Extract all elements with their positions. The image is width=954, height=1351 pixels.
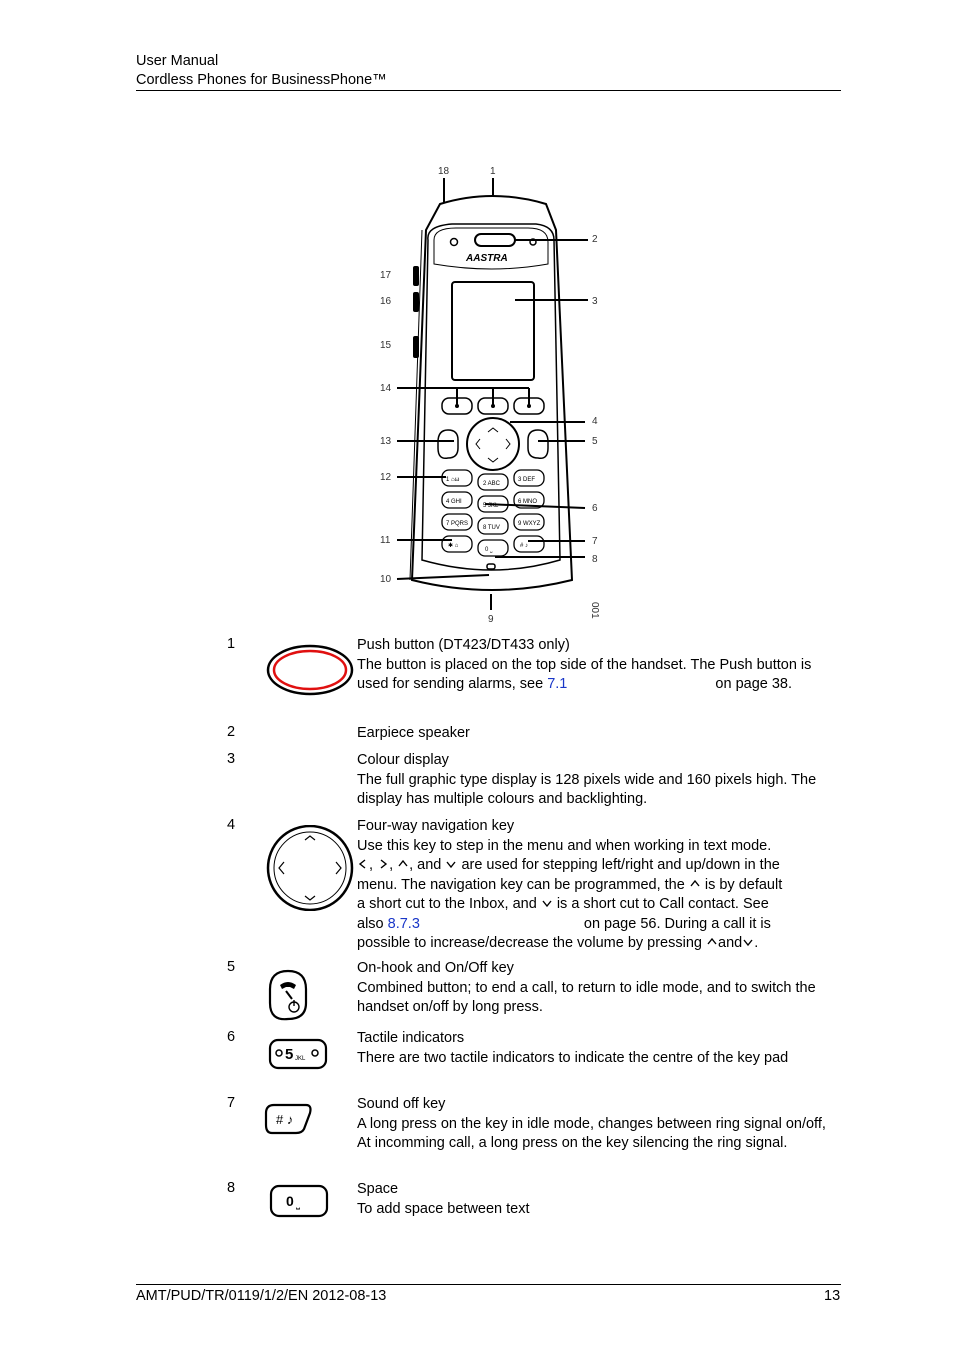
item-number: 7 [227,1095,236,1111]
space-key-digit: 0 [286,1193,294,1209]
item-4-text: Four-way navigation key Use this key to … [357,817,831,954]
item-number: 3 [227,751,236,767]
callout-3: 3 [592,296,598,307]
callout-6: 6 [592,503,598,514]
item-title: Space [357,1181,399,1197]
callout-7: 7 [592,536,598,547]
key-4-label: 4 GHI [446,499,462,505]
key-5-letters: JKL [295,1056,306,1062]
item-body: The full graphic type display is 128 pix… [357,771,817,808]
key-3-label: 3 DEF [518,477,535,483]
space-key-symbol: ⎵ [296,1199,300,1210]
brand-logo: AASTRA [465,253,508,264]
image-id: 001 [589,602,600,619]
space-key-icon: 0 ⎵ [269,1184,329,1223]
item-body: To add space between text [357,1200,530,1217]
item-number: 2 [227,724,236,740]
callout-2: 2 [592,234,598,245]
callout-18: 18 [438,166,450,177]
callout-17: 17 [380,270,392,281]
item-number: 6 [227,1029,236,1045]
item-3-text: Colour display The full graphic type dis… [357,751,831,810]
arrow-up-icon [707,937,717,945]
navigation-key-icon [262,824,358,916]
item-1-text: Push button (DT423/DT433 only) The butto… [357,636,831,695]
key-2-label: 2 ABC [483,481,501,487]
callout-14: 14 [380,383,392,394]
section-link[interactable]: 8.7.3 [387,915,420,932]
arrow-down-icon [542,900,552,908]
section-link[interactable]: 7.1 [547,676,568,692]
header-subtitle: Cordless Phones for BusinessPhone™ [136,72,387,88]
callout-11: 11 [380,535,391,546]
phone-diagram: 18 1 AASTRA [360,160,620,630]
item-2-text: Earpiece speaker [357,724,831,744]
item-6-text: Tactile indicators There are two tactile… [357,1029,831,1068]
key-5-digit: 5 [285,1046,293,1063]
push-button-icon [262,642,358,703]
item-title: On-hook and On/Off key [357,960,514,976]
item-5-text: On-hook and On/Off key Combined button; … [357,959,831,1018]
arrow-down-icon [446,861,456,869]
callout-1: 1 [490,166,496,177]
item-number: 5 [227,959,236,975]
header-rule [136,90,841,91]
key-9-label: 9 WXYZ [518,521,541,527]
sound-off-key-icon: # ♪ [264,1103,314,1140]
item-7-text: Sound off key A long press on the key in… [357,1095,831,1154]
item-body: There are two tactile indicators to indi… [357,1049,789,1066]
arrow-up-icon [690,879,700,886]
arrow-up-icon [398,859,408,867]
callout-5: 5 [592,436,598,447]
key-0-label: 0 ⎵ [485,547,493,553]
item-title: Four-way navigation key [357,818,515,834]
callout-4: 4 [592,416,598,427]
on-hook-key-icon [266,969,310,1028]
item-number: 1 [227,636,236,652]
key-hash-label: # ♪ [520,543,528,549]
item-body: Combined button; to end a call, to retur… [357,979,816,1016]
footer-doc-id: AMT/PUD/TR/0119/1/2/EN 2012-08-13 [136,1288,387,1304]
key-5-label: 5 JKL [483,503,499,509]
item-title: Colour display [357,752,449,768]
callout-12: 12 [380,472,392,483]
key-5-icon: 5 JKL [268,1038,328,1075]
item-title: Earpiece speaker [357,725,470,741]
running-header: User Manual Cordless Phones for Business… [136,52,387,90]
sound-off-key-label: # ♪ [276,1112,293,1127]
callout-15: 15 [380,340,392,351]
item-number: 8 [227,1180,236,1196]
item-body: A long press on the key in idle mode, ch… [357,1115,826,1152]
page-number: 13 [824,1288,841,1304]
item-number: 4 [227,817,236,833]
key-6-label: 6 MNO [518,499,537,505]
callout-10: 10 [380,574,392,585]
header-title: User Manual [136,53,219,69]
arrow-down-icon [743,939,753,947]
callout-13: 13 [380,436,392,447]
callout-8: 8 [592,554,598,565]
item-title: Sound off key [357,1096,446,1112]
callout-16: 16 [380,296,392,307]
callout-9: 9 [488,614,494,625]
footer-rule [136,1284,841,1285]
key-7-label: 7 PQRS [446,521,468,527]
key-1-label: 1 ⌂ω [446,477,460,483]
item-title: Push button (DT423/DT433 only) [357,637,570,653]
item-title: Tactile indicators [357,1030,465,1046]
arrow-right-icon [380,859,388,869]
arrow-left-icon [358,859,366,869]
item-body: The button is placed on the top side of … [357,656,812,693]
key-star-label: ✱ ⌂ [448,542,459,549]
item-8-text: Space To add space between text [357,1180,831,1219]
key-8-label: 8 TUV [483,525,500,531]
